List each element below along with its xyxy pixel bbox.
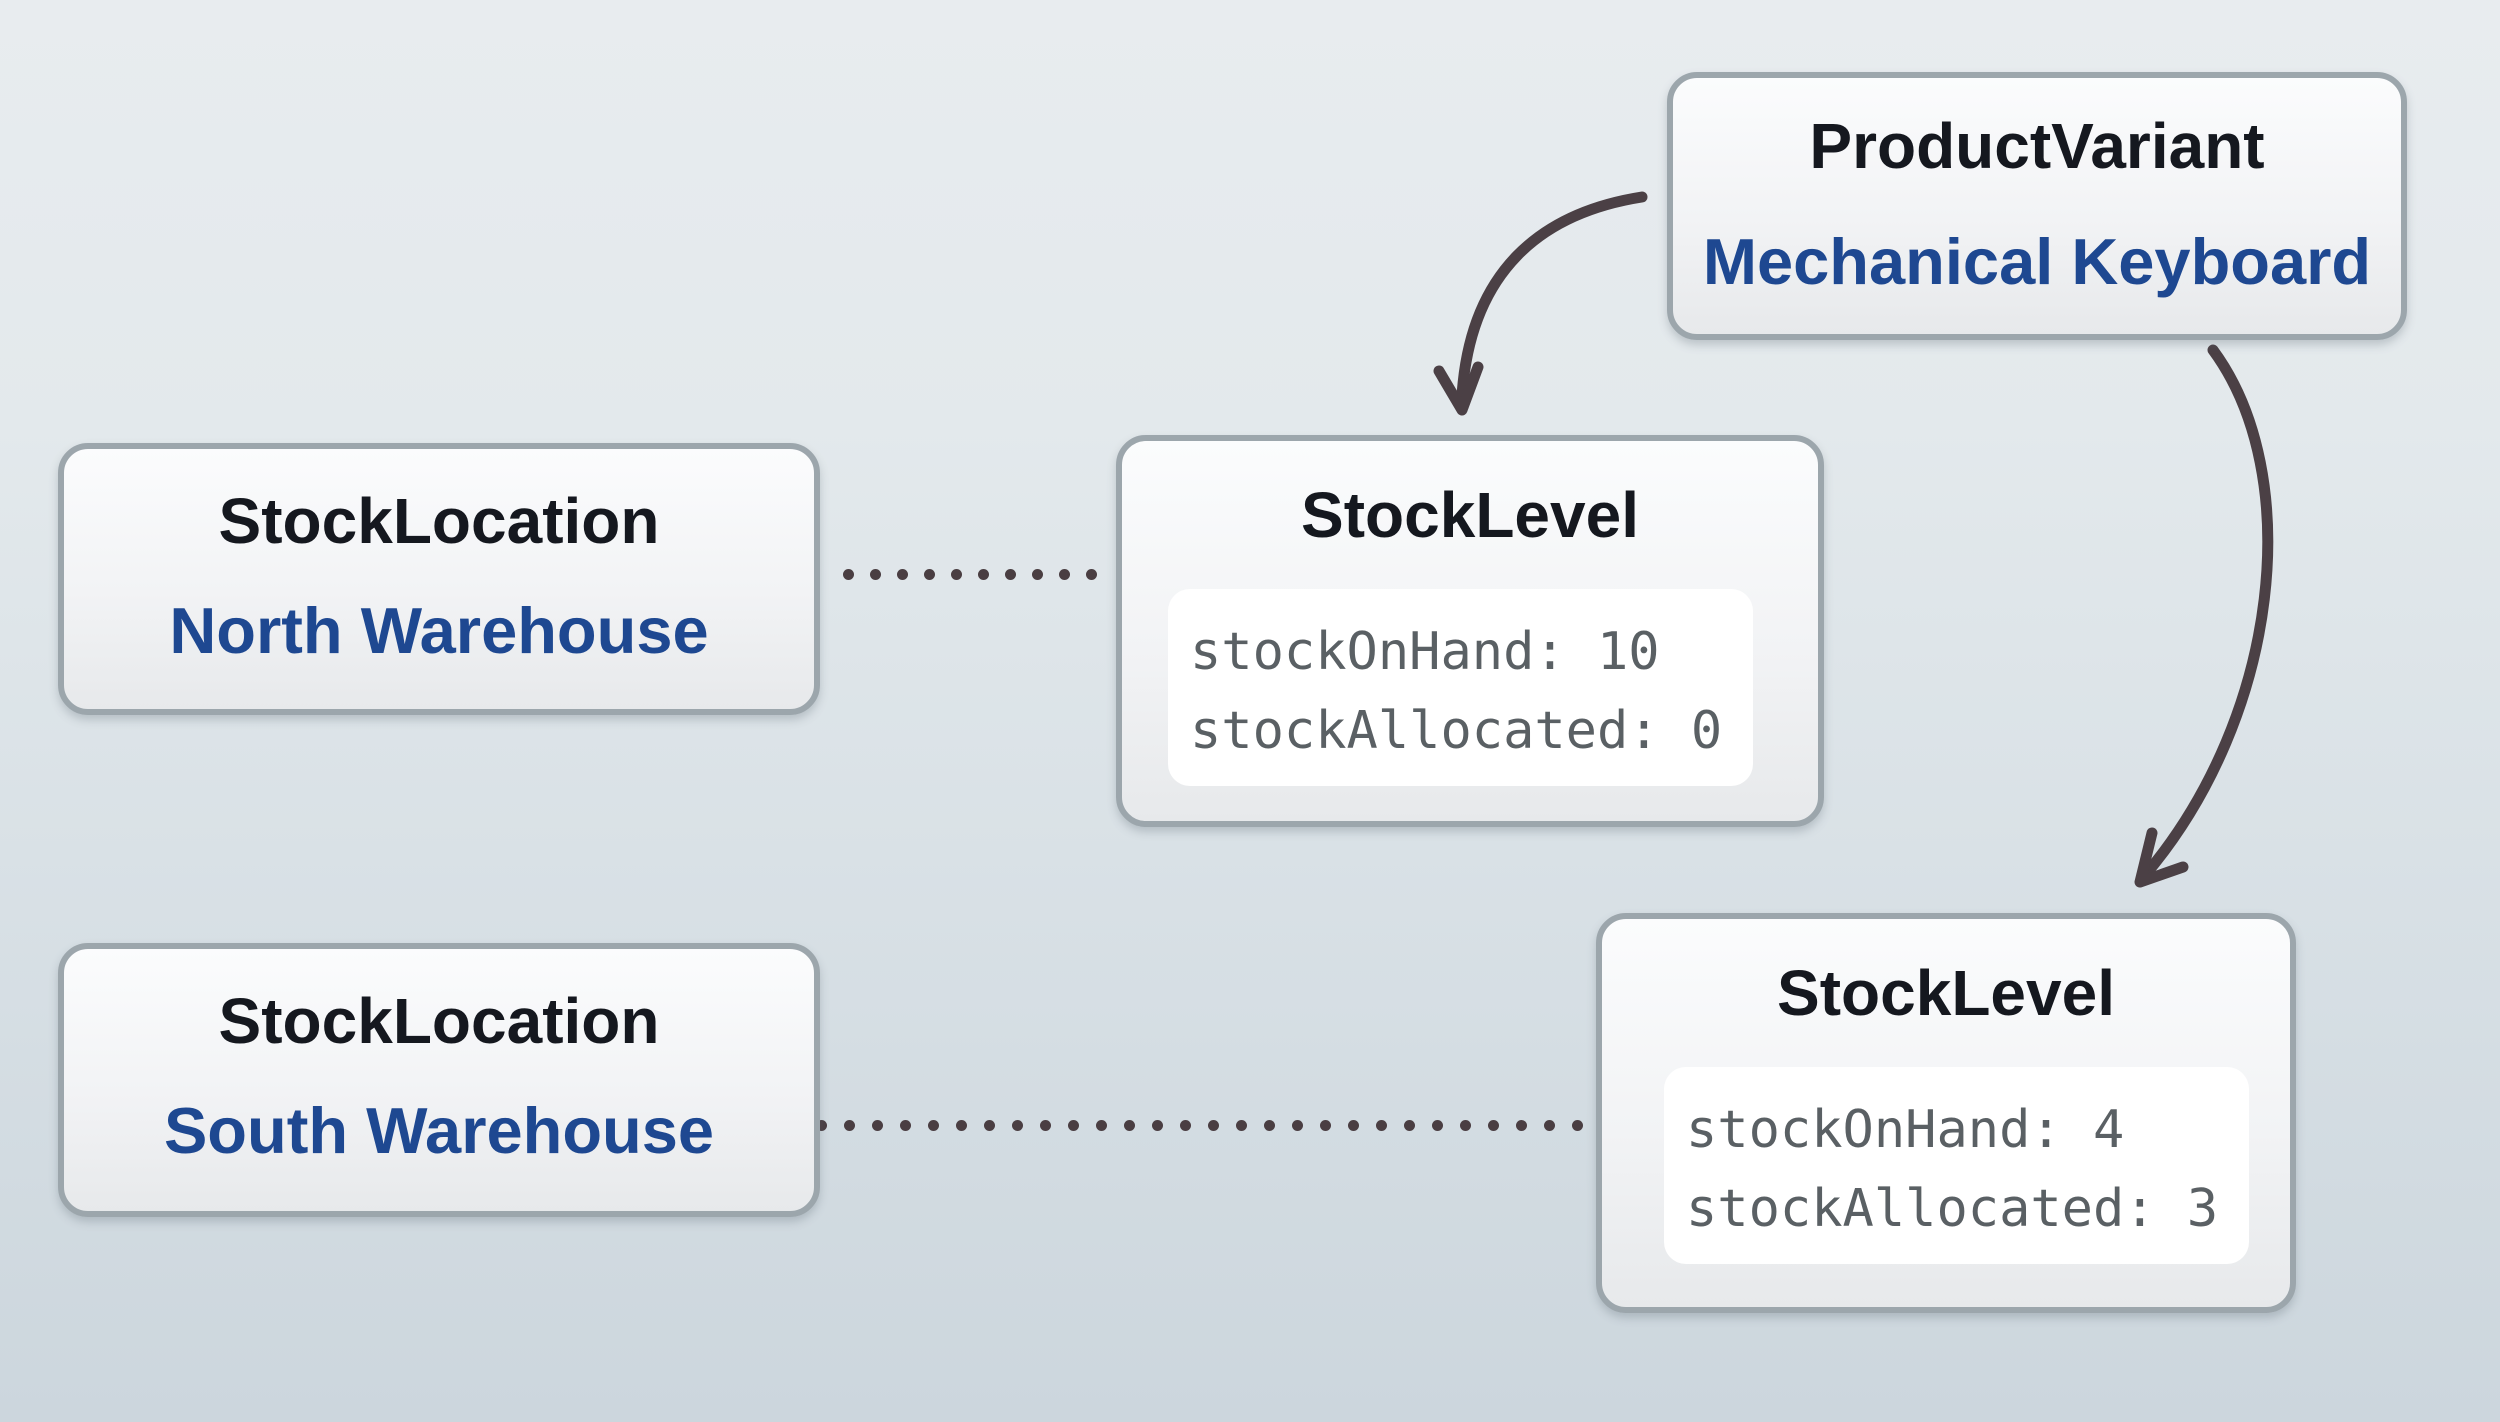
dotted-link-northlocation-to-stocklevel (843, 569, 1097, 580)
relation-dot (816, 1120, 827, 1131)
relation-dot (1572, 1120, 1583, 1131)
arrowhead-stocklevel-north-icon (1433, 361, 1484, 416)
stock-level-north-type-label: StockLevel (1301, 479, 1639, 551)
stock-level-north-fields-panel: stockOnHand: 10 stockAllocated: 0 (1168, 589, 1753, 786)
relation-dot (900, 1120, 911, 1131)
relation-dot (870, 569, 881, 580)
relation-dot (984, 1120, 995, 1131)
relation-dot (1236, 1120, 1247, 1131)
relation-dot (1432, 1120, 1443, 1131)
relation-dot (1292, 1120, 1303, 1131)
stock-on-hand-field: stockOnHand: 10 (1190, 622, 1660, 682)
relation-dot (956, 1120, 967, 1131)
relation-dot (1068, 1120, 1079, 1131)
relation-dot (1096, 1120, 1107, 1131)
arrow-productvariant-to-stocklevel-south (2140, 344, 2274, 880)
relation-dot (1208, 1120, 1219, 1131)
relation-dot (1488, 1120, 1499, 1131)
relation-dot (928, 1120, 939, 1131)
stock-level-south-fields-panel: stockOnHand: 4 stockAllocated: 3 (1664, 1067, 2249, 1264)
relation-dot (1348, 1120, 1359, 1131)
relation-dot (1005, 569, 1016, 580)
relation-dot (978, 569, 989, 580)
stock-location-south-name-label: South Warehouse (163, 1094, 715, 1167)
relation-dot (1086, 569, 1097, 580)
dotted-link-southlocation-to-stocklevel (816, 1120, 1583, 1131)
relation-dot (1032, 569, 1043, 580)
relation-dot (844, 1120, 855, 1131)
stock-level-south-type-label: StockLevel (1777, 957, 2115, 1029)
relation-dot (951, 569, 962, 580)
stock-location-south-type-label: StockLocation (218, 985, 660, 1057)
relation-dot (1516, 1120, 1527, 1131)
arrow-productvariant-to-stocklevel-north (1456, 191, 1648, 402)
relation-dot (1040, 1120, 1051, 1131)
relation-dot (1012, 1120, 1023, 1131)
relation-dot (1152, 1120, 1163, 1131)
relation-dot (1264, 1120, 1275, 1131)
node-stock-location-south: StockLocation South Warehouse (58, 943, 820, 1217)
arrowhead-stocklevel-south-icon (2134, 827, 2189, 888)
relation-dot (1460, 1120, 1471, 1131)
relation-dot (1180, 1120, 1191, 1131)
relation-dot (1320, 1120, 1331, 1131)
node-stock-location-north: StockLocation North Warehouse (58, 443, 820, 715)
relation-dot (1404, 1120, 1415, 1131)
relation-dot (1059, 569, 1070, 580)
stock-location-north-type-label: StockLocation (218, 485, 660, 557)
node-product-variant: ProductVariant Mechanical Keyboard (1667, 72, 2407, 340)
relation-dot (872, 1120, 883, 1131)
relation-dot (1544, 1120, 1555, 1131)
relation-dot (1124, 1120, 1135, 1131)
stock-on-hand-field: stockOnHand: 4 (1686, 1100, 2125, 1160)
node-stock-level-south: StockLevel stockOnHand: 4 stockAllocated… (1596, 913, 2296, 1313)
product-variant-name-label: Mechanical Keyboard (1702, 225, 2372, 298)
node-stock-level-north: StockLevel stockOnHand: 10 stockAllocate… (1116, 435, 1824, 827)
product-variant-type-label: ProductVariant (1809, 110, 2265, 182)
stock-allocated-field: stockAllocated: 3 (1686, 1179, 2219, 1239)
stock-allocated-field: stockAllocated: 0 (1190, 701, 1723, 761)
relation-dot (897, 569, 908, 580)
stock-location-north-name-label: North Warehouse (169, 594, 709, 667)
relation-dot (1376, 1120, 1387, 1131)
relation-dot (843, 569, 854, 580)
relation-dot (924, 569, 935, 580)
